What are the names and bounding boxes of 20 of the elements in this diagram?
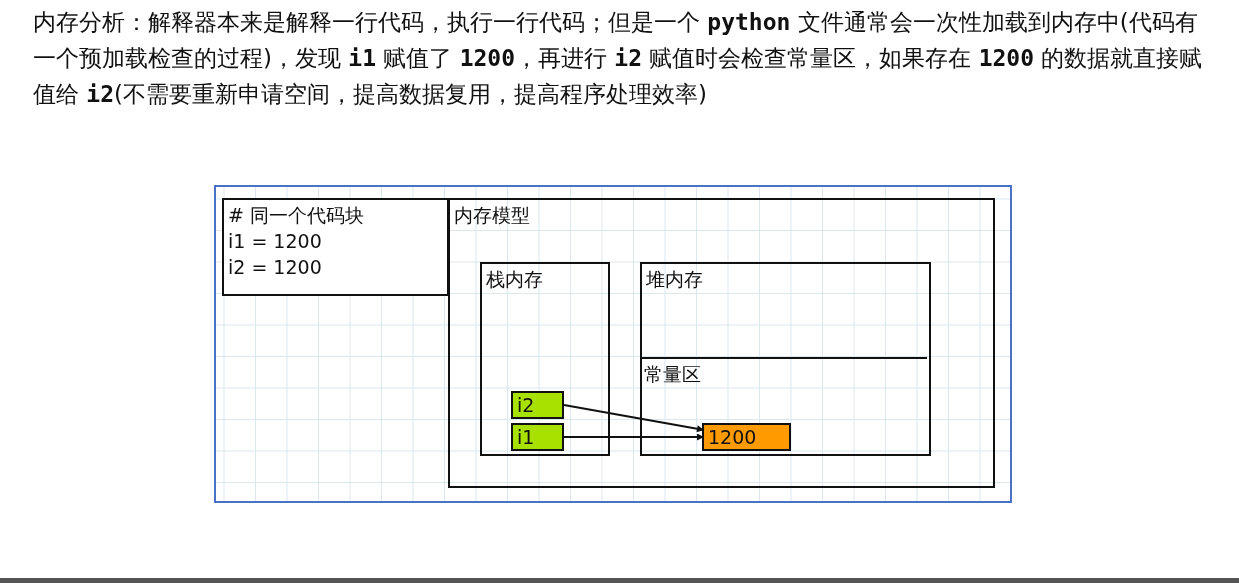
variable-box — [511, 423, 564, 451]
arrow — [563, 433, 705, 441]
description-paragraph: 内存分析：解释器本来是解释一行代码，执行一行代码；但是一个 python 文件通常会一次性加载到内存中(代码有一个预加载检查的过程)，发现 i1 赋值了 1200，再进行 i2 赋值时会检查常量区，如果存在 1200 的数据就直接赋值给 i2(不需要重新申请空间，提高数据复用，提高程序处理效率) — [33, 8, 1204, 109]
code-line: i1 = 1200 — [228, 229, 322, 254]
value-text: i1 — [517, 425, 535, 450]
value-box — [702, 423, 791, 451]
code-line: # 同一个代码块 — [228, 203, 364, 228]
box-title: 常量区 — [644, 362, 701, 387]
box-title: 栈内存 — [486, 267, 543, 292]
stack-memory-box — [480, 262, 610, 456]
box-title: 内存模型 — [454, 203, 530, 228]
box-title: 堆内存 — [646, 267, 703, 292]
arrow — [563, 404, 705, 433]
code-box — [222, 198, 449, 296]
heap-memory-box — [640, 262, 931, 456]
memory-model-box — [448, 198, 995, 488]
code-line: i2 = 1200 — [228, 255, 322, 280]
variable-box — [511, 391, 564, 419]
value-text: i2 — [517, 393, 535, 418]
value-text: 1200 — [708, 425, 757, 450]
